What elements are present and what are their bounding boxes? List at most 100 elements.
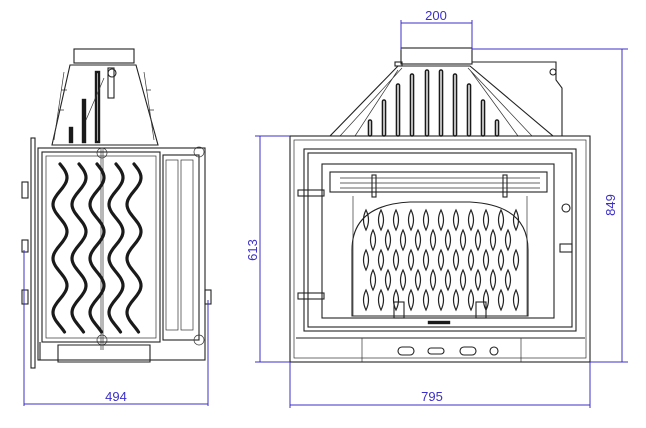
- wave-tube: [70, 162, 88, 334]
- fireback-diamond: [452, 208, 460, 232]
- fireback-diamond: [377, 288, 385, 312]
- front-hinge-top: [297, 189, 325, 197]
- fireback-diamond: [467, 248, 475, 272]
- fireback-diamond: [437, 288, 445, 312]
- fireback-diamond: [414, 228, 422, 252]
- front-fireback-pattern: [362, 208, 520, 312]
- hood-fin: [494, 119, 500, 137]
- fireback-diamond: [512, 288, 520, 312]
- fireback-diamond: [362, 248, 370, 272]
- fireback-diamond: [467, 208, 475, 232]
- fireback-diamond: [467, 288, 475, 312]
- fireback-diamond: [512, 208, 520, 232]
- dimensions: 200 849 613 494 795: [23, 8, 628, 408]
- side-flue-collar: [73, 48, 135, 64]
- hood-fin: [395, 83, 401, 137]
- side-view: [21, 48, 212, 369]
- fireback-diamond: [437, 248, 445, 272]
- front-door: [303, 148, 577, 332]
- dim-flue-diameter: 200: [425, 8, 447, 23]
- fireback-diamond: [459, 228, 467, 252]
- fireback-diamond: [497, 248, 505, 272]
- front-deflector: [329, 171, 548, 193]
- side-heat-exchanger-waves: [51, 162, 143, 334]
- fireback-diamond: [482, 208, 490, 232]
- side-damper-lever: [107, 67, 115, 99]
- front-hood: [328, 65, 555, 137]
- front-door-latch: [561, 203, 571, 213]
- fireback-diamond: [497, 288, 505, 312]
- hood-fin: [424, 69, 430, 137]
- fireback-diamond: [504, 228, 512, 252]
- fireback-diamond: [437, 208, 445, 232]
- dim-depth: 494: [105, 389, 127, 404]
- front-flue-collar: [400, 47, 473, 65]
- fireback-diamond: [407, 208, 415, 232]
- fireback-diamond: [377, 248, 385, 272]
- fireback-diamond: [369, 268, 377, 292]
- front-fireback: [351, 201, 529, 317]
- fireback-diamond: [392, 208, 400, 232]
- fireback-diamond: [399, 268, 407, 292]
- fireback-diamond: [369, 228, 377, 252]
- control-knob: [489, 346, 499, 356]
- fireback-diamond: [399, 228, 407, 252]
- fireback-diamond: [444, 268, 452, 292]
- air-control-2: [427, 347, 445, 355]
- fireback-diamond: [452, 248, 460, 272]
- fireback-diamond: [422, 248, 430, 272]
- fireback-diamond: [384, 228, 392, 252]
- fireback-diamond: [407, 288, 415, 312]
- wave-tube: [125, 162, 143, 334]
- brand-plate: [427, 320, 451, 325]
- side-body: [37, 147, 206, 361]
- front-glass: [321, 163, 555, 319]
- hood-fin: [452, 73, 458, 137]
- dim-width: 795: [421, 389, 443, 404]
- fireback-diamond: [452, 288, 460, 312]
- fireback-diamond: [362, 288, 370, 312]
- air-control-3: [459, 346, 477, 356]
- front-door-handle: [559, 243, 573, 253]
- hood-fin: [409, 73, 415, 137]
- fireback-diamond: [504, 268, 512, 292]
- front-hinge-bottom: [297, 292, 325, 300]
- fireback-diamond: [362, 208, 370, 232]
- fireback-diamond: [474, 228, 482, 252]
- dim-frame-height: 613: [245, 239, 260, 261]
- side-baffle-rod: [94, 70, 101, 144]
- fireback-diamond: [459, 268, 467, 292]
- hood-fin: [466, 83, 472, 137]
- fireback-diamond: [489, 268, 497, 292]
- fireback-diamond: [407, 248, 415, 272]
- fireback-diamond: [422, 288, 430, 312]
- fireback-diamond: [497, 208, 505, 232]
- fireback-diamond: [392, 248, 400, 272]
- front-view: [289, 47, 591, 363]
- side-rail: [162, 154, 200, 341]
- fireback-diamond: [489, 228, 497, 252]
- side-base: [39, 342, 151, 363]
- wave-tube: [88, 162, 106, 334]
- front-frame: [289, 135, 591, 363]
- wave-tube: [51, 162, 69, 334]
- wave-tube: [107, 162, 125, 334]
- dim-total-height: 849: [603, 194, 618, 216]
- hood-fin: [367, 119, 373, 137]
- hood-fin: [480, 99, 486, 137]
- fireback-diamond: [392, 288, 400, 312]
- hood-fin: [438, 69, 444, 137]
- fireback-diamond: [444, 228, 452, 252]
- fireback-diamond: [482, 248, 490, 272]
- fireback-diamond: [429, 228, 437, 252]
- hood-fin: [381, 99, 387, 137]
- fireback-diamond: [384, 268, 392, 292]
- fireback-diamond: [474, 268, 482, 292]
- fireback-diamond: [377, 208, 385, 232]
- fireback-diamond: [512, 248, 520, 272]
- fireback-diamond: [429, 268, 437, 292]
- side-hood: [51, 64, 159, 146]
- fireback-diamond: [422, 208, 430, 232]
- front-damper-rod: [472, 61, 563, 136]
